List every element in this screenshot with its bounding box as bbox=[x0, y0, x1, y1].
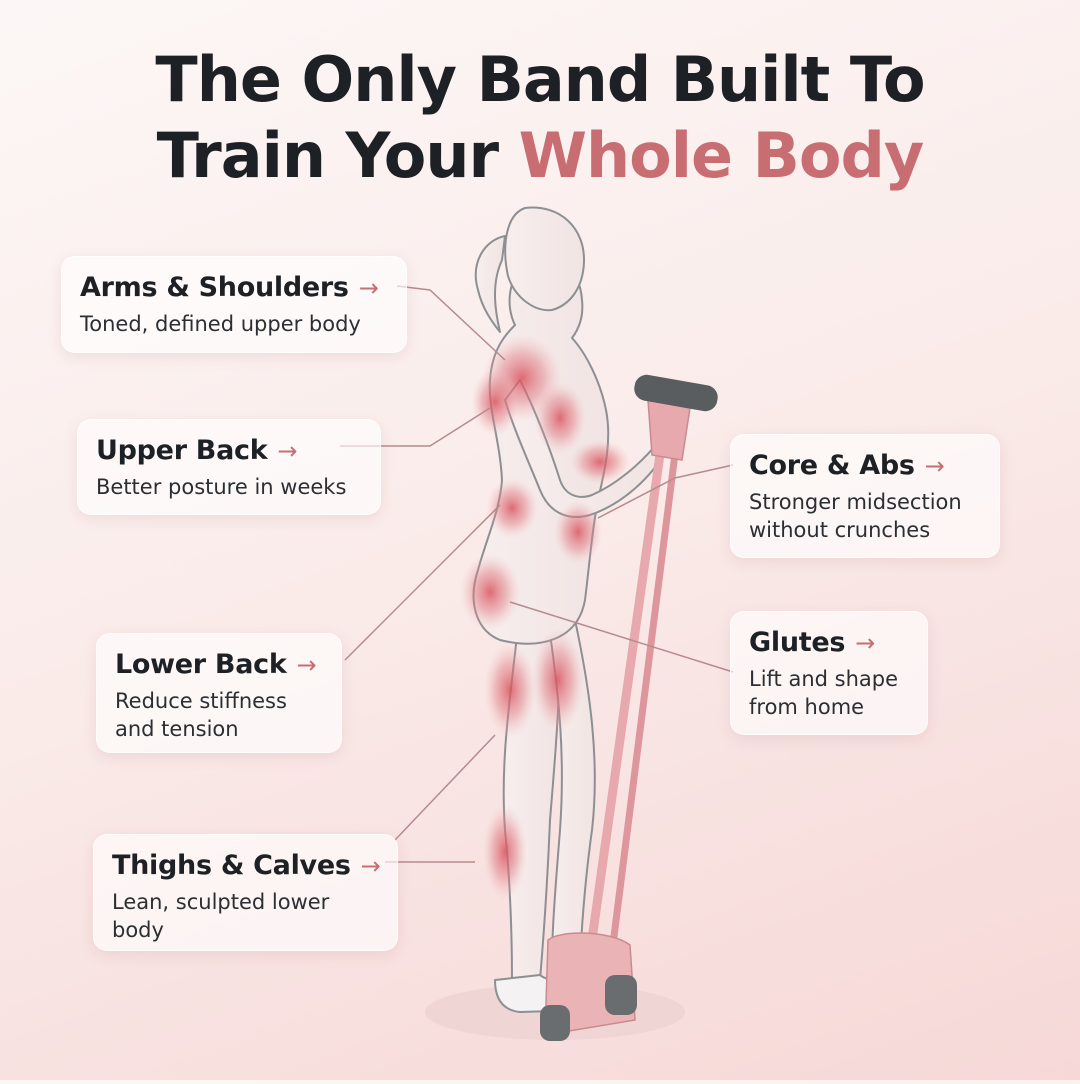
heat-upper-back bbox=[471, 368, 519, 436]
title-line-2: Train Your bbox=[156, 119, 499, 192]
callout-title: Thighs & Calves bbox=[112, 850, 351, 881]
callout-desc-line: Lift and shape bbox=[749, 667, 899, 691]
callout-glutes: Glutes → Lift and shape from home bbox=[730, 611, 928, 735]
callout-desc-line: Stronger midsection bbox=[749, 490, 962, 514]
heat-core bbox=[554, 500, 602, 564]
callout-title: Glutes bbox=[749, 627, 846, 658]
heat-forearm bbox=[570, 440, 630, 484]
callout-desc-line: without crunches bbox=[749, 518, 931, 542]
callout-desc-line: Reduce stiffness bbox=[115, 689, 287, 713]
arrow-right-icon: → bbox=[358, 274, 379, 302]
arrow-right-icon: → bbox=[277, 437, 298, 465]
muscle-highlights bbox=[460, 334, 630, 900]
page-title: The Only Band Built To Train Your Whole … bbox=[0, 42, 1080, 194]
callout-desc-line: from home bbox=[749, 695, 865, 719]
arrow-right-icon: → bbox=[296, 651, 317, 679]
foot-roller bbox=[540, 1005, 570, 1041]
callout-desc-line: body bbox=[112, 918, 164, 942]
callout-thighs-calves: Thighs & Calves → Lean, sculpted lower bo… bbox=[93, 834, 398, 951]
callout-title: Lower Back bbox=[115, 649, 287, 680]
handle bbox=[634, 374, 718, 412]
arrow-right-icon: → bbox=[924, 452, 945, 480]
callout-core-abs: Core & Abs → Stronger midsection without … bbox=[730, 434, 1000, 558]
heat-glute bbox=[460, 554, 520, 630]
heat-lower-back bbox=[486, 478, 538, 538]
title-line-1: The Only Band Built To bbox=[155, 43, 925, 116]
heat-hamstring bbox=[484, 642, 536, 738]
callout-upper-back: Upper Back → Better posture in weeks bbox=[77, 419, 381, 515]
callout-desc-line: and tension bbox=[115, 717, 239, 741]
callout-desc: Better posture in weeks bbox=[96, 475, 347, 499]
callout-lower-back: Lower Back → Reduce stiffness and tension bbox=[96, 633, 342, 753]
heat-bicep bbox=[534, 382, 586, 454]
callout-desc-line: Lean, sculpted lower bbox=[112, 890, 330, 914]
callout-title: Upper Back bbox=[96, 435, 268, 466]
callout-arms-shoulders: Arms & Shoulders → Toned, defined upper b… bbox=[61, 256, 407, 353]
callout-desc: Toned, defined upper body bbox=[80, 312, 361, 336]
heat-calf bbox=[483, 804, 527, 900]
resistance-band bbox=[540, 374, 718, 1041]
callout-title: Arms & Shoulders bbox=[80, 272, 349, 303]
heat-quad bbox=[532, 628, 584, 732]
callout-title: Core & Abs bbox=[749, 450, 915, 481]
arrow-right-icon: → bbox=[855, 629, 875, 657]
arrow-right-icon: → bbox=[360, 852, 381, 880]
title-accent: Whole Body bbox=[518, 119, 925, 192]
